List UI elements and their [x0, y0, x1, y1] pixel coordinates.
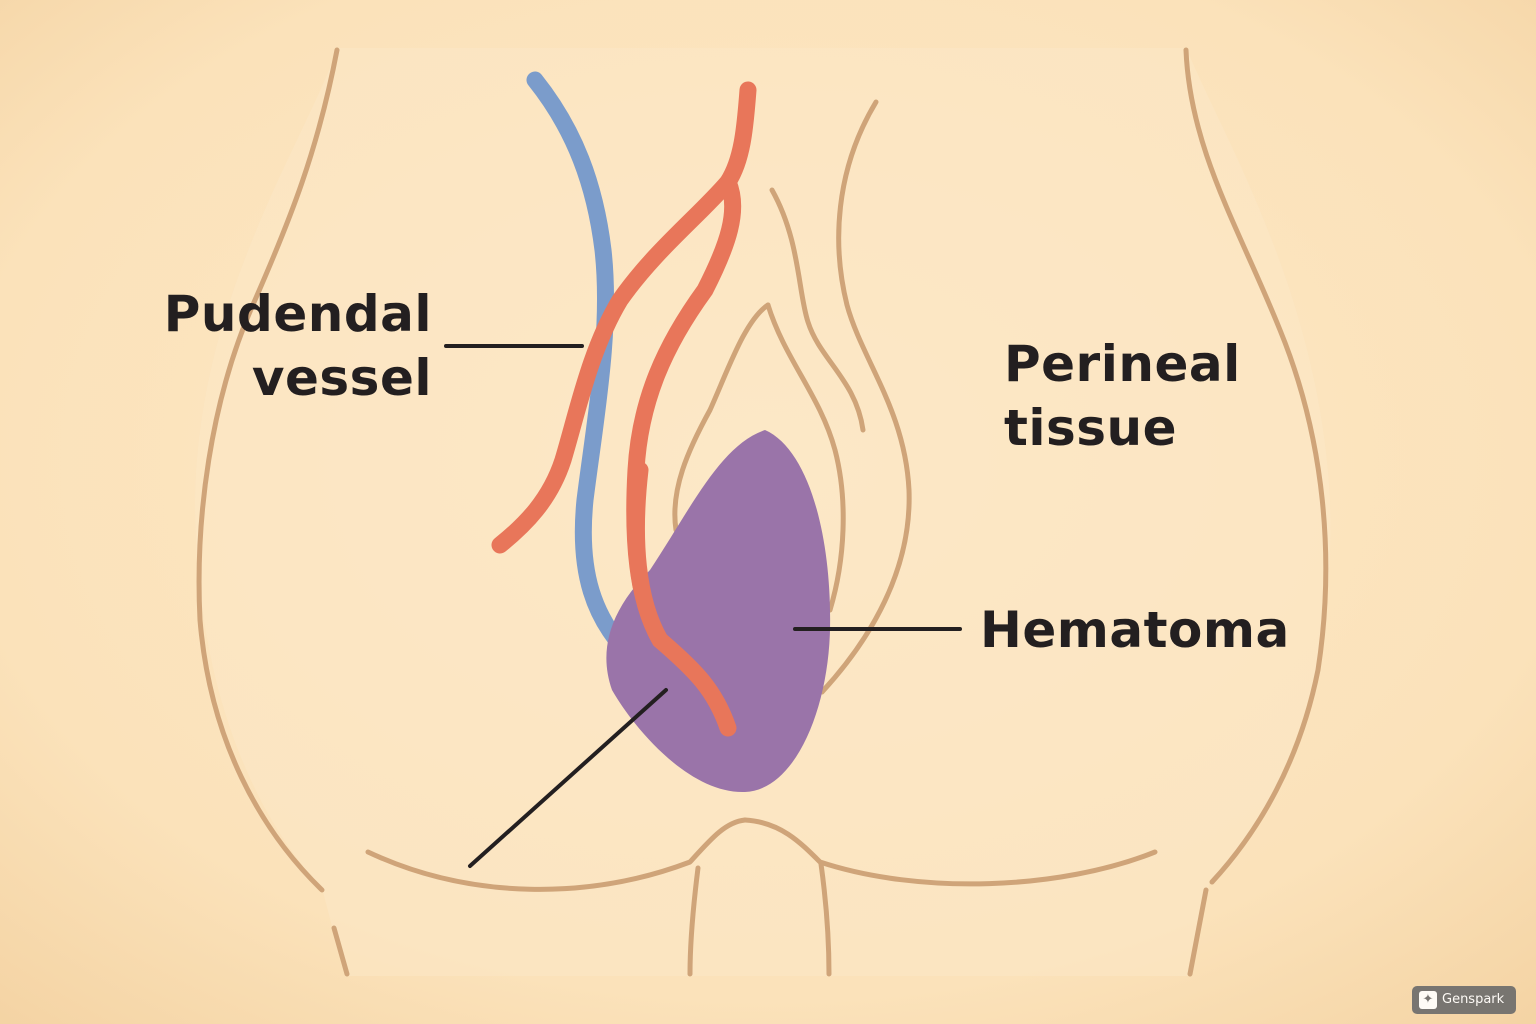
genspark-watermark: ✦ Genspark [1412, 986, 1516, 1014]
pudendal-vein [526, 71, 644, 669]
pudendal-vessel-label: Pudendal vessel [150, 282, 432, 410]
thigh-outline-left [331, 925, 350, 977]
watermark-text: Genspark [1442, 992, 1505, 1007]
genspark-logo-icon: ✦ [1419, 991, 1437, 1009]
pudendal-artery-main [491, 81, 757, 554]
gluteal-fold-right [742, 817, 1158, 887]
inner-labial-fold [672, 302, 771, 533]
hematoma-pointer-line [468, 688, 668, 868]
body-outline-right [1183, 47, 1329, 885]
gluteal-fold-left [365, 817, 748, 892]
hematoma-mass [606, 430, 831, 793]
pudendal-artery-over-hematoma [627, 461, 737, 737]
perineal-tissue-label: Perineal tissue [1004, 332, 1241, 460]
perineal-label-line1: Perineal [1004, 335, 1241, 393]
leg-gap-left [687, 865, 701, 977]
leg-gap-right [818, 861, 832, 977]
middle-labial-fold [769, 187, 866, 433]
outer-labial-fold [819, 99, 912, 695]
body-outline-left [196, 47, 340, 893]
hematoma-label: Hematoma [980, 601, 1290, 659]
perineal-label-line2: tissue [1004, 399, 1178, 457]
thigh-outline-right [1187, 887, 1209, 977]
pudendal-label-line1: Pudendal [163, 285, 432, 343]
inner-labial-fold-right [765, 302, 846, 613]
pudendal-label-line2: vessel [251, 349, 432, 407]
